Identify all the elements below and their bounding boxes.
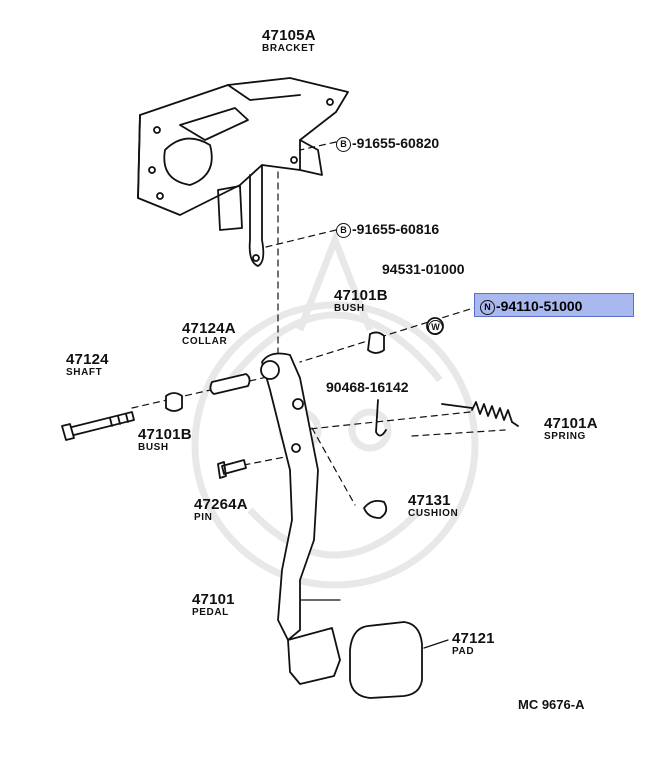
pad-part bbox=[349, 621, 423, 699]
pedal-label: 47101 PEDAL bbox=[192, 592, 235, 618]
nut-label-highlight[interactable]: N-94110-51000 bbox=[474, 293, 634, 317]
bolt-1-number: 91655-60820 bbox=[356, 135, 440, 151]
shaft-name: SHAFT bbox=[66, 367, 103, 378]
collar-name: COLLAR bbox=[182, 336, 228, 347]
collar-number: 47124A bbox=[182, 320, 236, 337]
bolt-marker-icon: B bbox=[336, 222, 351, 238]
washer-label: 94531-01000 bbox=[382, 262, 465, 276]
cushion-part bbox=[363, 499, 388, 519]
bush-lower-part bbox=[165, 392, 183, 412]
collar-part bbox=[209, 373, 251, 395]
nut-label: N-94110-51000 bbox=[480, 298, 582, 315]
bracket-number: 47105A bbox=[262, 27, 316, 44]
spring-number: 47101A bbox=[544, 415, 598, 432]
bush-lower-number: 47101B bbox=[138, 426, 192, 443]
bush-upper-label: 47101B BUSH bbox=[334, 288, 388, 314]
assembly-lines bbox=[131, 141, 506, 506]
clip-part bbox=[375, 399, 387, 437]
clip-label: 90468-16142 bbox=[326, 380, 409, 394]
bracket-name: BRACKET bbox=[262, 43, 316, 54]
pin-number: 47264A bbox=[194, 496, 248, 513]
pin-part bbox=[217, 459, 247, 479]
bolt-1-label: B-91655-60820 bbox=[336, 136, 439, 152]
nut-number: 94110-51000 bbox=[500, 298, 583, 314]
pad-name: PAD bbox=[452, 646, 475, 657]
pedal-number: 47101 bbox=[192, 591, 235, 608]
shaft-label: 47124 SHAFT bbox=[66, 352, 109, 378]
cushion-name: CUSHION bbox=[408, 508, 459, 519]
cushion-number: 47131 bbox=[408, 492, 451, 509]
shaft-part bbox=[61, 411, 135, 441]
cushion-label: 47131 CUSHION bbox=[408, 493, 458, 519]
washer-marker: W bbox=[428, 320, 444, 336]
spring-part bbox=[441, 401, 519, 427]
bolt-2-label: B-91655-60816 bbox=[336, 222, 439, 238]
spring-name: SPRING bbox=[544, 431, 586, 442]
bush-upper-name: BUSH bbox=[334, 303, 365, 314]
washer-number: 94531-01000 bbox=[382, 261, 465, 277]
pin-name: PIN bbox=[194, 512, 213, 523]
collar-label: 47124A COLLAR bbox=[182, 321, 236, 347]
bush-upper-number: 47101B bbox=[334, 287, 388, 304]
pad-label: 47121 PAD bbox=[452, 631, 495, 657]
pedal-name: PEDAL bbox=[192, 607, 229, 618]
bolt-marker-icon: B bbox=[336, 136, 351, 152]
bush-lower-label: 47101B BUSH bbox=[138, 427, 192, 453]
pad-number: 47121 bbox=[452, 630, 495, 647]
pedal-part bbox=[260, 352, 319, 641]
bracket-part bbox=[137, 77, 349, 267]
bush-lower-name: BUSH bbox=[138, 442, 169, 453]
washer-marker-icon: W bbox=[428, 320, 443, 336]
clip-number: 90468-16142 bbox=[326, 379, 409, 395]
bolt-2-number: 91655-60816 bbox=[356, 221, 440, 237]
nut-marker-icon: N bbox=[480, 299, 495, 315]
reference-code: MC 9676-A bbox=[518, 697, 585, 712]
pedal-pad-attached bbox=[287, 627, 341, 685]
shaft-number: 47124 bbox=[66, 351, 109, 368]
bracket-label: 47105A BRACKET bbox=[262, 28, 316, 54]
pin-label: 47264A PIN bbox=[194, 497, 248, 523]
spring-label: 47101A SPRING bbox=[544, 416, 598, 442]
